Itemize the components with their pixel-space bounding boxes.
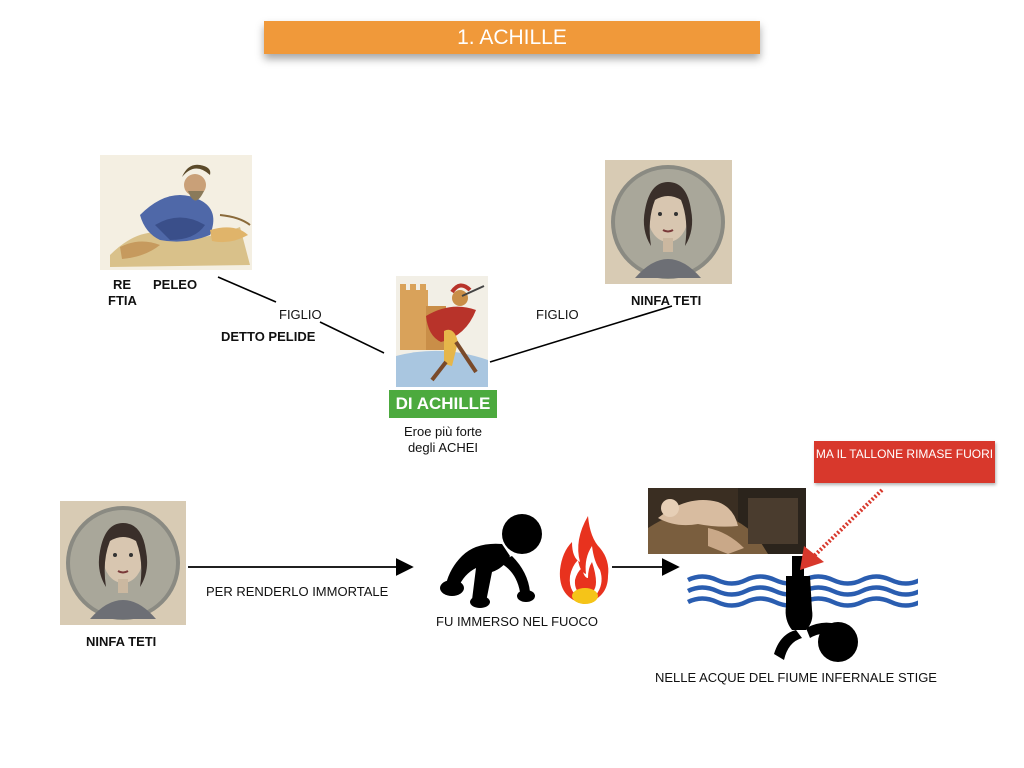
father-label-ftia: FTIA [108,293,137,308]
dipping-painting [648,488,806,554]
hero-desc-line1: Eroe più forte [403,424,483,439]
hero-desc-line2: degli ACHEI [407,440,479,455]
mother-label-top: NINFA TETI [631,293,702,308]
line-thetis-to-achilles [489,305,673,363]
fire-caption: FU IMMERSO NEL FUOCO [436,614,599,629]
peleus-image [100,155,252,270]
purpose-label: PER RENDERLO IMMORTALE [206,584,389,599]
nickname-label: DETTO PELIDE [221,329,316,344]
line-peleus-to-achilles-a [217,276,277,303]
son-rel-left: FIGLIO [279,307,322,322]
hero-name: DI ACHILLE [395,394,491,413]
son-rel-right: FIGLIO [536,307,579,322]
mother-label-bottom: NINFA TETI [86,634,157,649]
father-label-peleo: PELEO [153,277,198,292]
heel-note: MA IL TALLONE RIMASE FUORI [815,447,994,461]
hero-name-box: DI ACHILLE [389,390,497,418]
heel-pointer-arrow [800,488,884,570]
thetis-image-bottom [60,501,186,625]
baby-silhouette-icon [436,512,548,608]
title-bar: 1. ACHILLE [264,21,760,54]
heel-note-box: MA IL TALLONE RIMASE FUORI [814,441,995,483]
dipped-baby-silhouette-icon [770,550,870,664]
page-title: 1. ACHILLE [457,26,567,49]
river-caption: NELLE ACQUE DEL FIUME INFERNALE STIGE [655,670,937,685]
thetis-image-top [605,160,732,284]
fire-icon [554,512,614,608]
father-label-re: RE [113,277,132,292]
line-peleus-to-achilles-b [319,321,385,354]
achilles-image [396,276,488,387]
